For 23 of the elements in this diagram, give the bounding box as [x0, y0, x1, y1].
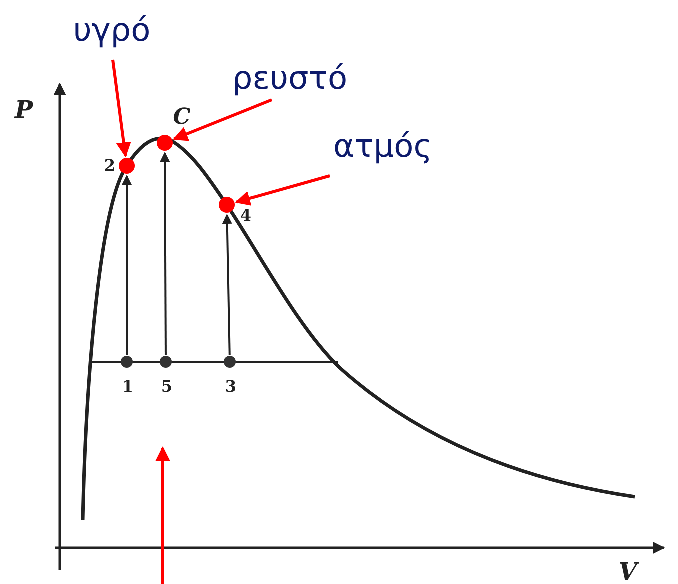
phase-label: ρευστό — [232, 62, 348, 94]
axis-label: V — [618, 560, 638, 584]
axis-label: P — [14, 98, 34, 122]
phase-label: υγρό — [73, 14, 151, 46]
arrow — [122, 175, 132, 355]
arrow — [222, 214, 232, 356]
state-point — [119, 158, 135, 174]
state-point — [160, 356, 172, 368]
point-label: 5 — [161, 379, 173, 395]
point-label: 3 — [225, 379, 237, 395]
state-point — [219, 197, 235, 213]
point-label: 4 — [240, 208, 252, 224]
point-label: 2 — [104, 158, 116, 174]
state-point — [224, 356, 236, 368]
arrow — [112, 60, 132, 158]
point-label: 1 — [122, 379, 134, 395]
phase-label: ατμός — [333, 130, 433, 162]
arrow — [160, 152, 170, 355]
arrow — [172, 98, 273, 142]
point-label: C — [173, 106, 191, 128]
arrow — [235, 174, 330, 206]
state-point — [157, 135, 173, 151]
state-point — [121, 356, 133, 368]
